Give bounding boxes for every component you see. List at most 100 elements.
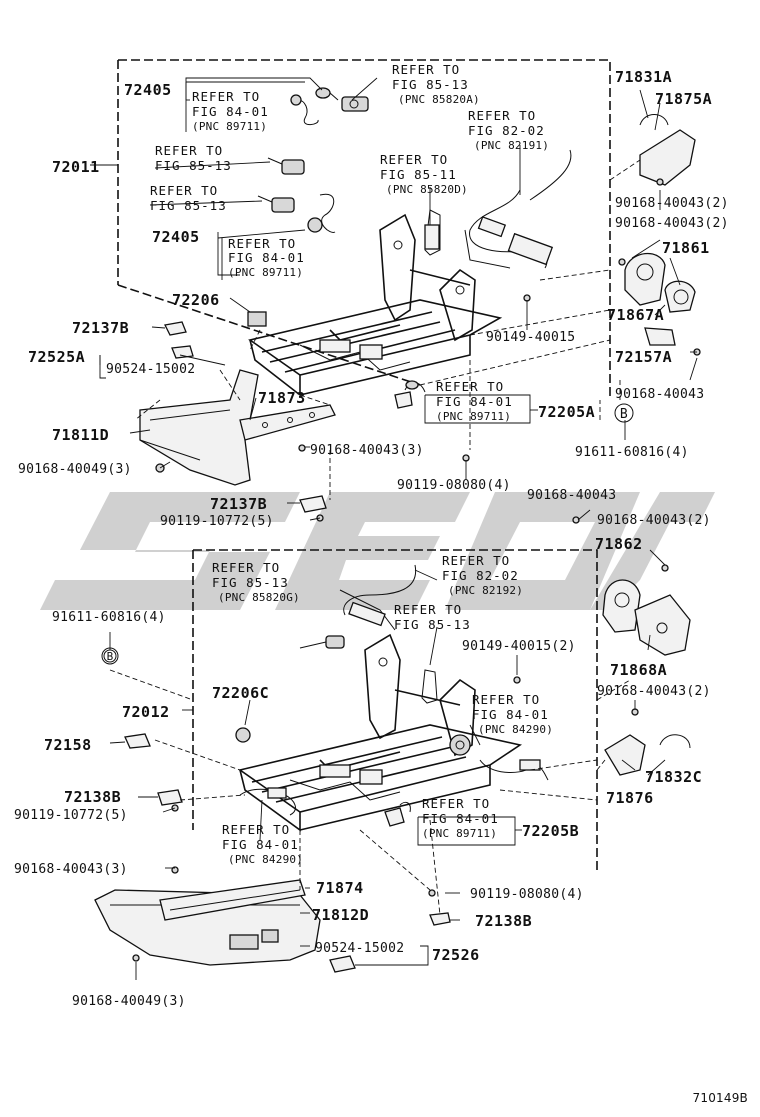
- ref-fig-11: FIG 85-13: [394, 617, 471, 632]
- ref-label-1: REFER TO: [392, 62, 460, 77]
- ref-pnc-1: (PNC 85820A): [398, 93, 480, 106]
- ref-pnc-5: (PNC 85820D): [386, 183, 468, 196]
- ref-fig-12: FIG 84-01: [472, 707, 549, 722]
- label-90168-40043-3-b: 90168-40043(3): [14, 862, 128, 877]
- label-90524-15002-a: 90524-15002: [106, 362, 195, 377]
- label-72012: 72012: [122, 703, 170, 721]
- ref-fig-9: FIG 85-13: [212, 575, 289, 590]
- label-72525a: 72525A: [28, 348, 85, 366]
- ref-pnc-7: (PNC 89711): [228, 266, 303, 279]
- ref-label-10: REFER TO: [442, 553, 510, 568]
- callout-b-upper-label: B: [620, 407, 628, 422]
- ref-label-4: REFER TO: [155, 143, 223, 158]
- seat-frame-72012: [238, 633, 523, 832]
- label-90168-40043-2-b: 90168-40043(2): [615, 216, 729, 231]
- label-72206c: 72206C: [212, 684, 269, 702]
- label-72138b-1: 72138B: [64, 788, 121, 806]
- ref-label-11: REFER TO: [394, 602, 462, 617]
- label-72157a: 72157A: [615, 348, 672, 366]
- ref-label-7: REFER TO: [228, 236, 296, 251]
- ref-label-5: REFER TO: [380, 152, 448, 167]
- ref-fig-6: FIG 85-13: [150, 198, 227, 213]
- label-71874: 71874: [316, 879, 364, 897]
- ref-fig-3: FIG 82-02: [468, 123, 545, 138]
- ref-label-9: REFER TO: [212, 560, 280, 575]
- ref-fig-10: FIG 82-02: [442, 568, 519, 583]
- label-72158: 72158: [44, 736, 92, 754]
- label-72137b-2: 72137B: [210, 495, 267, 513]
- ref-fig-14: FIG 84-01: [222, 837, 299, 852]
- ref-label-3: REFER TO: [468, 108, 536, 123]
- label-72138b-2: 72138B: [475, 912, 532, 930]
- ref-fig-8: FIG 84-01: [436, 394, 513, 409]
- label-90168-40043-2-d: 90168-40043(2): [597, 684, 711, 699]
- label-90168-40043-3-a: 90168-40043(3): [310, 443, 424, 458]
- label-71867a: 71867A: [607, 306, 664, 324]
- leader-lines: [90, 77, 698, 980]
- label-71873: 71873: [258, 389, 306, 407]
- upper-sensors: [247, 87, 426, 409]
- label-90168-40043-b: 90168-40043: [527, 488, 616, 503]
- label-72137b-1: 72137B: [72, 319, 129, 337]
- ref-pnc-9: (PNC 85820G): [218, 591, 300, 604]
- label-71875a: 71875A: [655, 90, 712, 108]
- lower-small-parts: [103, 516, 669, 973]
- label-90168-40043-a: 90168-40043: [615, 387, 704, 402]
- label-72405a: 72405: [124, 81, 172, 99]
- ref-label-14: REFER TO: [222, 822, 290, 837]
- ref-fig-13: FIG 84-01: [422, 811, 499, 826]
- label-90168-40049-3-b: 90168-40049(3): [72, 994, 186, 1009]
- upper-wire-harness: [424, 149, 572, 269]
- label-71876: 71876: [606, 789, 654, 807]
- callout-b-lower-label: B: [107, 650, 114, 663]
- refer-labels: REFER TO FIG 85-13 (PNC 85820A) REFER TO…: [150, 62, 553, 866]
- label-72205a: 72205A: [538, 403, 595, 421]
- label-71812d: 71812D: [312, 906, 369, 924]
- label-91611-60816-4-b: 91611-60816(4): [52, 610, 166, 625]
- dashed-guides: [109, 159, 641, 916]
- label-90149-40015: 90149-40015: [486, 330, 575, 345]
- ref-fig-1: FIG 85-13: [392, 77, 469, 92]
- label-91611-60816-4-a: 91611-60816(4): [575, 445, 689, 460]
- label-90119-10772-5-a: 90119-10772(5): [160, 514, 274, 529]
- seat-frame-72011: [248, 213, 503, 397]
- label-90524-15002-b: 90524-15002: [315, 941, 404, 956]
- ref-fig-2: FIG 84-01: [192, 104, 269, 119]
- callout-b-upper: [614, 403, 634, 423]
- label-71811d: 71811D: [52, 426, 109, 444]
- label-90168-40043-2-a: 90168-40043(2): [615, 196, 729, 211]
- label-90168-40043-2-c: 90168-40043(2): [597, 513, 711, 528]
- cover-71812d: [94, 889, 321, 966]
- label-71832c: 71832C: [645, 768, 702, 786]
- callout-b-lower: [101, 647, 119, 665]
- label-90168-40049-3-a: 90168-40049(3): [18, 462, 132, 477]
- ref-pnc-12: (PNC 84290): [478, 723, 553, 736]
- figure-id: 710149B: [693, 1091, 748, 1105]
- ref-fig-7: FIG 84-01: [228, 250, 305, 265]
- ref-pnc-14: (PNC 84290): [228, 853, 303, 866]
- ref-pnc-13: (PNC 89711): [422, 827, 497, 840]
- label-90119-08080-4-b: 90119-08080(4): [470, 887, 584, 902]
- label-72011: 72011: [52, 158, 100, 176]
- part-labels: 72405 72011 72405 72206 72137B 72525A 90…: [14, 68, 729, 1009]
- cover-71874: [159, 879, 306, 921]
- label-90149-40015-2: 90149-40015(2): [462, 639, 576, 654]
- lower-wire-harness: [239, 564, 549, 816]
- label-90119-08080-4-a: 90119-08080(4): [397, 478, 511, 493]
- label-72206: 72206: [172, 291, 220, 309]
- label-90119-10772-5-b: 90119-10772(5): [14, 808, 128, 823]
- ref-label-6: REFER TO: [150, 183, 218, 198]
- ref-pnc-3: (PNC 82191): [474, 139, 549, 152]
- label-71861: 71861: [662, 239, 710, 257]
- label-72405b: 72405: [152, 228, 200, 246]
- ref-pnc-8: (PNC 89711): [436, 410, 511, 423]
- ref-pnc-2: (PNC 89711): [192, 120, 267, 133]
- ref-fig-5: FIG 85-11: [380, 167, 457, 182]
- recliner-cover-lower: [602, 579, 691, 776]
- ref-label-2: REFER TO: [192, 89, 260, 104]
- recliner-cover-upper: [618, 114, 701, 356]
- ref-fig-4: FIG 85-13: [155, 158, 232, 173]
- ref-label-8: REFER TO: [436, 379, 504, 394]
- ref-label-12: REFER TO: [472, 692, 540, 707]
